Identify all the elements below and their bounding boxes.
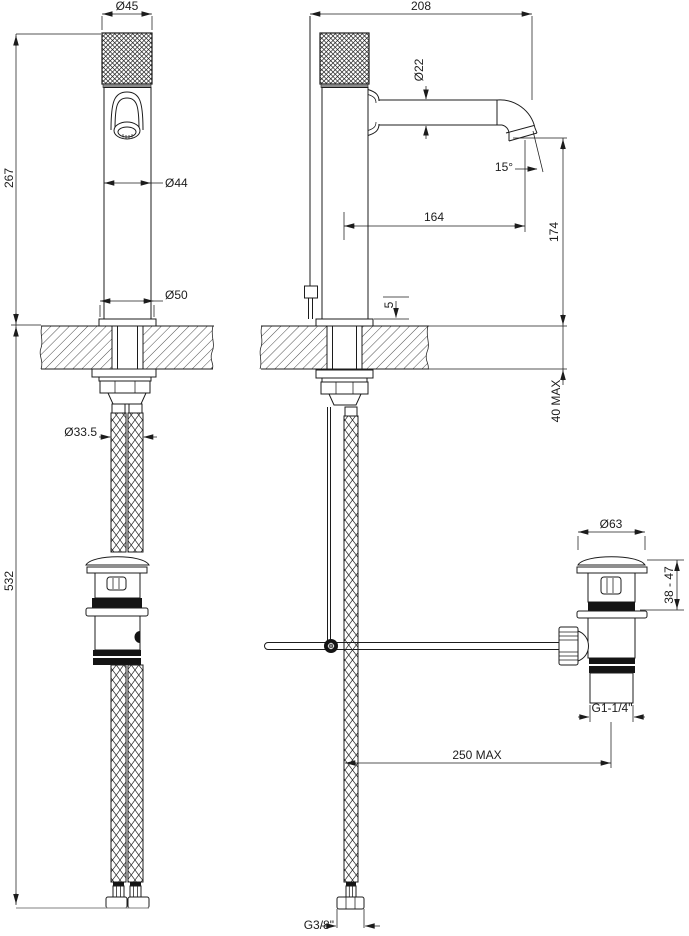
dim-label-base-plate-height: 5 <box>382 301 396 308</box>
dim-length-below-deck: 532 <box>2 325 19 905</box>
side-view <box>259 16 648 910</box>
spout-side <box>367 89 538 142</box>
dim-label-spout-diameter: Ø22 <box>412 58 426 81</box>
dim-label-spray-angle: 15° <box>495 160 513 174</box>
dim-label-knob-diameter: Ø45 <box>116 0 139 13</box>
dim-waste-thread: G1-1/4" <box>578 701 645 722</box>
knob-rim-side <box>320 83 369 88</box>
lift-rod <box>304 16 318 319</box>
pop-up-drain-front <box>85 556 150 665</box>
dim-spout-reach: 164 <box>343 140 526 240</box>
dim-spout-height: 174 <box>513 137 567 326</box>
spout-outlet-front <box>110 91 144 140</box>
dim-label-waste-thread: G1-1/4" <box>592 701 633 715</box>
front-view <box>11 32 214 909</box>
dim-drain-cap-diameter: Ø63 <box>577 517 646 550</box>
dim-drain-height-adjustment: 38 - 47 <box>640 559 684 611</box>
dim-supply-thread: G3/8" <box>304 909 380 932</box>
waste-tailpiece <box>589 672 634 704</box>
dim-label-supply-thread: G3/8" <box>304 918 334 932</box>
dim-label-max-deck-thickness: 40 MAX <box>549 380 563 423</box>
dim-label-spout-height: 174 <box>547 222 561 242</box>
faucet-shank-side <box>326 326 363 369</box>
faucet-handle-knob-side <box>319 32 370 85</box>
pivot-nut <box>558 626 579 666</box>
dim-label-max-rod-distance: 250 MAX <box>452 748 501 762</box>
dim-label-overall-depth: 208 <box>411 0 431 13</box>
dim-knob-diameter: Ø45 <box>101 0 153 30</box>
faucet-shank-front <box>111 326 144 369</box>
faucet-handle-knob-front <box>101 32 153 85</box>
dim-body-diameter: Ø44 <box>104 176 188 190</box>
mounting-hardware-front <box>91 368 157 405</box>
countertop-front <box>11 324 214 370</box>
dim-base-plate-height: 5 <box>374 296 409 320</box>
dim-max-deck-thickness: 40 MAX <box>549 326 566 423</box>
supply-hoses-front <box>110 403 144 553</box>
dim-label-body-diameter: Ø44 <box>165 176 188 190</box>
knob-rim-front <box>102 83 152 88</box>
dim-label-height-above-deck: 267 <box>2 168 16 188</box>
mounting-hardware-side <box>315 369 374 406</box>
dim-label-spout-reach: 164 <box>424 210 444 224</box>
dim-overall-depth: 208 <box>310 0 533 100</box>
supply-hose-side <box>336 406 365 910</box>
pop-up-drain-side <box>558 556 648 704</box>
dim-spray-angle: 15° <box>495 130 544 174</box>
supply-hoses-front-lower <box>105 664 150 909</box>
dim-label-base-diameter: Ø50 <box>165 288 188 302</box>
dim-height-above-deck: 267 <box>2 33 101 325</box>
dim-supply-hole-diameter: Ø33.5 <box>64 425 157 440</box>
base-flange-front <box>98 318 157 327</box>
dim-base-diameter: Ø50 <box>99 288 188 317</box>
dim-label-drain-cap-diameter: Ø63 <box>600 517 623 531</box>
pop-up-rod-linkage <box>264 407 559 653</box>
dim-label-drain-height-adjustment: 38 - 47 <box>662 566 676 604</box>
countertop-side <box>259 325 567 370</box>
dim-label-supply-hole-diameter: Ø33.5 <box>64 425 97 439</box>
dim-max-rod-distance: 250 MAX <box>345 722 612 768</box>
base-flange-side <box>315 318 374 327</box>
faucet-body-side <box>321 87 369 320</box>
dim-spout-diameter: Ø22 <box>412 58 429 139</box>
dim-label-length-below-deck: 532 <box>2 571 16 591</box>
